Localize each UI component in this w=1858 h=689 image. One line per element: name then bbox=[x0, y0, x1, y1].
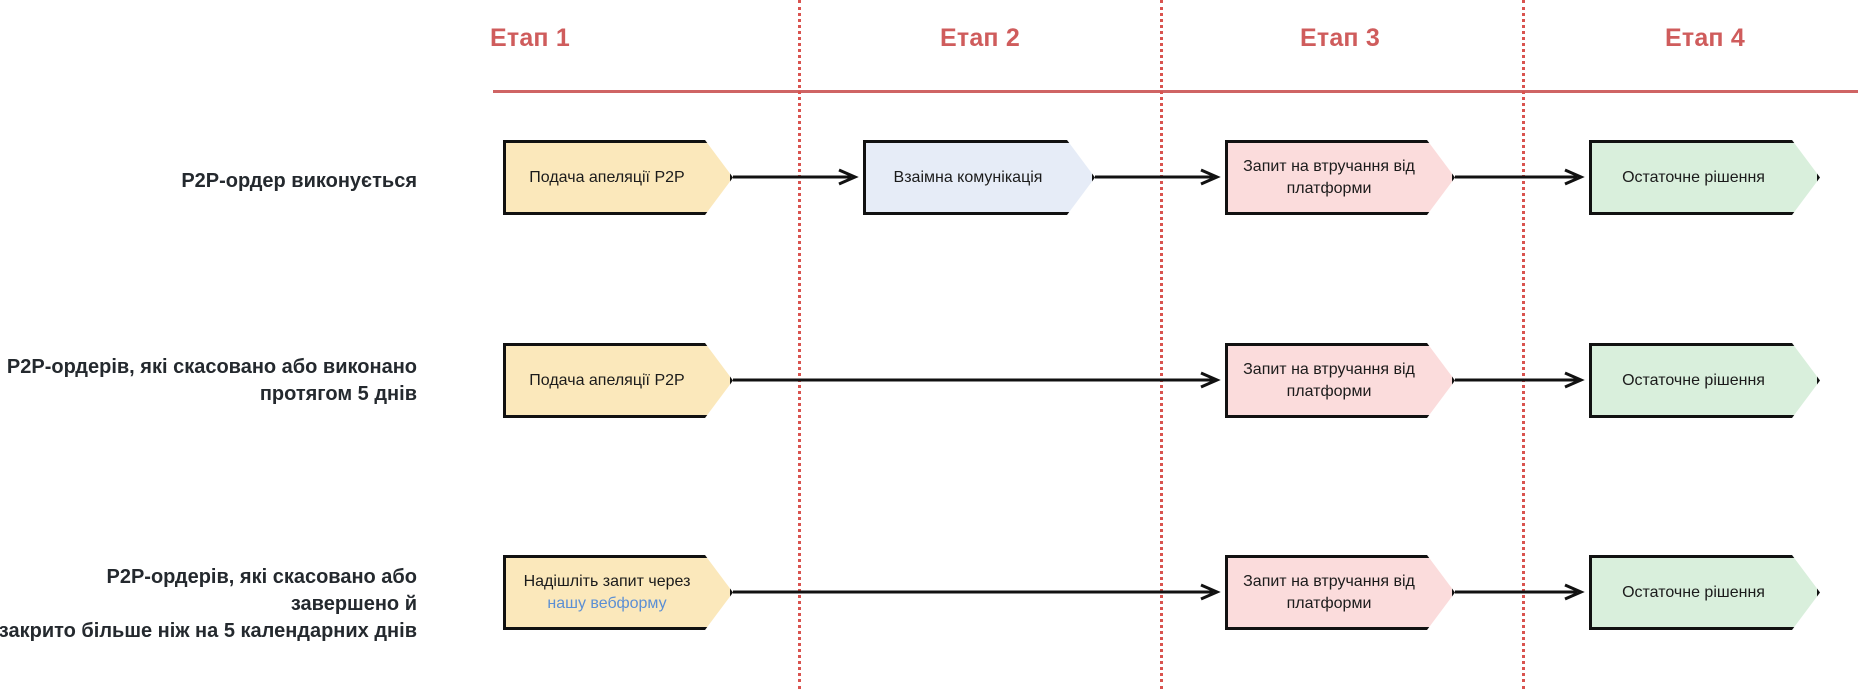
row-label-2: P2P-ордерів, які скасовано або виконано … bbox=[0, 354, 417, 408]
connector-row3-2 bbox=[1455, 583, 1589, 601]
stage-divider-1 bbox=[798, 0, 801, 689]
step-label: Остаточне рішення bbox=[1622, 583, 1765, 601]
stage-header-2: Етап 2 bbox=[940, 24, 1020, 52]
stage-header-1: Етап 1 bbox=[490, 24, 570, 52]
stage-header-rule bbox=[493, 90, 1858, 93]
step-label: Запит на втручання від платформи bbox=[1243, 157, 1415, 197]
stage-divider-2 bbox=[1160, 0, 1163, 689]
step-row1-mutual-communication[interactable]: Взаімна комунікація bbox=[863, 140, 1095, 215]
row-label-2-line1: P2P-ордерів, які скасовано або виконано bbox=[6, 356, 417, 378]
step-row3-platform-intervention[interactable]: Запит на втручання від платформи bbox=[1225, 555, 1455, 630]
row-label-1: P2P-ордер виконується bbox=[181, 170, 417, 192]
row-label-2-line2: протягом 5 днів bbox=[259, 383, 417, 405]
webform-link[interactable]: нашу вебформу bbox=[547, 594, 667, 612]
connector-row1-1 bbox=[733, 168, 863, 186]
step-row1-final-decision[interactable]: Остаточне рішення bbox=[1589, 140, 1820, 215]
step-row2-platform-intervention[interactable]: Запит на втручання від платформи bbox=[1225, 343, 1455, 418]
row-label-3-line2: закрито більше ніж на 5 календарних днів bbox=[0, 620, 417, 642]
step-row2-final-decision[interactable]: Остаточне рішення bbox=[1589, 343, 1820, 418]
step-label: Остаточне рішення bbox=[1622, 168, 1765, 186]
step-row2-submit-appeal[interactable]: Подача апеляції P2P bbox=[503, 343, 733, 418]
step-label-wrap: Надішліть запит через нашу вебформу bbox=[524, 571, 691, 614]
stage-header-4: Етап 4 bbox=[1665, 24, 1745, 52]
connector-row1-3 bbox=[1455, 168, 1589, 186]
step-label: Запит на втручання від платформи bbox=[1243, 572, 1415, 612]
connector-row2-1 bbox=[733, 371, 1225, 389]
connector-row2-2 bbox=[1455, 371, 1589, 389]
step-label: Взаімна комунікація bbox=[893, 168, 1043, 186]
connector-row1-2 bbox=[1095, 168, 1225, 186]
step-label: Остаточне рішення bbox=[1622, 371, 1765, 389]
stage-header-3: Етап 3 bbox=[1300, 24, 1380, 52]
step-label: Надішліть запит через bbox=[523, 572, 691, 590]
step-row3-final-decision[interactable]: Остаточне рішення bbox=[1589, 555, 1820, 630]
step-label: Подача апеляції P2P bbox=[529, 371, 685, 389]
step-label: Запит на втручання від платформи bbox=[1243, 360, 1415, 400]
step-row3-submit-webform-request[interactable]: Надішліть запит через нашу вебформу bbox=[503, 555, 733, 630]
step-row1-submit-appeal[interactable]: Подача апеляції P2P bbox=[503, 140, 733, 215]
connector-row3-1 bbox=[733, 583, 1225, 601]
step-row1-platform-intervention[interactable]: Запит на втручання від платформи bbox=[1225, 140, 1455, 215]
step-label: Подача апеляції P2P bbox=[529, 168, 685, 186]
row-label-3: P2P-ордерів, які скасовано або завершено… bbox=[0, 564, 417, 645]
row-label-3-line1: P2P-ордерів, які скасовано або завершено… bbox=[106, 566, 418, 615]
stage-divider-3 bbox=[1522, 0, 1525, 689]
